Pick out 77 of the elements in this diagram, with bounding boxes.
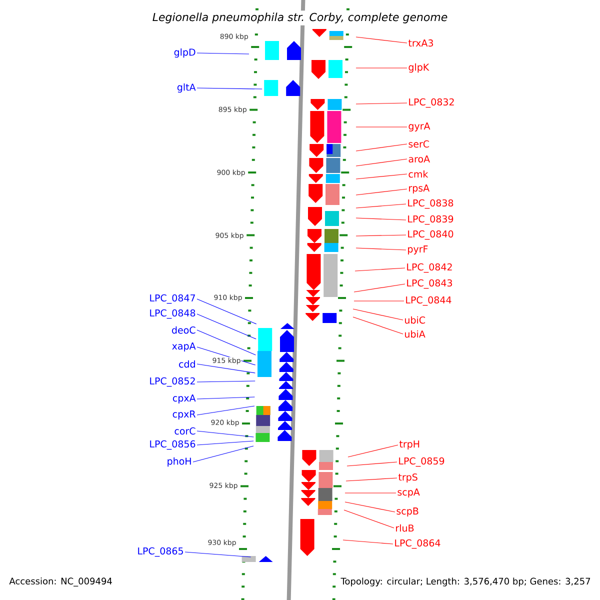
leader-line bbox=[356, 158, 408, 166]
leader-line bbox=[356, 248, 406, 250]
leader-line bbox=[356, 126, 408, 128]
gene-label: trxA3 bbox=[408, 39, 433, 47]
leader-line bbox=[354, 284, 406, 292]
gene-label: LPC_0864 bbox=[395, 539, 440, 549]
leader-line bbox=[356, 36, 408, 44]
gene-label: pyrF bbox=[408, 246, 428, 254]
gene-label: LPC_0843 bbox=[407, 279, 452, 289]
leader-line bbox=[356, 102, 408, 104]
leader-line bbox=[196, 406, 255, 416]
gene-label: rluB bbox=[396, 524, 414, 532]
leader-line bbox=[346, 478, 398, 482]
gene-label: LPC_0838 bbox=[408, 199, 454, 209]
leader-line bbox=[196, 430, 254, 438]
leader-line bbox=[342, 540, 394, 544]
gene-label: LPC_0842 bbox=[407, 263, 452, 273]
leader-line bbox=[356, 174, 408, 180]
leader-line bbox=[196, 396, 255, 400]
gene-label: LPC_0859 bbox=[399, 457, 444, 467]
leader-line bbox=[192, 446, 254, 462]
leader-line bbox=[344, 510, 394, 528]
gene-label: corC bbox=[174, 427, 196, 435]
gene-label: serC bbox=[408, 140, 430, 148]
gene-label: gltA bbox=[177, 83, 196, 93]
gene-label: ubiC bbox=[405, 316, 426, 324]
gene-label: LPC_0832 bbox=[409, 98, 454, 108]
gene-label: cmk bbox=[408, 170, 428, 178]
accession-text: Accession: NC_009494 bbox=[9, 578, 112, 586]
gene-label: LPC_0848 bbox=[150, 309, 196, 319]
gene-label: trpH bbox=[399, 440, 420, 450]
leader-line bbox=[196, 330, 256, 356]
title: Legionella pneumophila str. Corby, complete genome bbox=[150, 10, 450, 26]
leader-line bbox=[346, 462, 398, 466]
leader-line bbox=[184, 552, 252, 558]
gene-label: scpA bbox=[398, 488, 420, 498]
gene-label: glpK bbox=[408, 63, 430, 73]
leader-line bbox=[196, 440, 254, 446]
gene-label: cdd bbox=[179, 360, 195, 368]
gene-label: trpS bbox=[398, 473, 418, 483]
leader-line bbox=[352, 316, 404, 334]
gene-label: LPC_0840 bbox=[408, 230, 454, 240]
leader-line bbox=[196, 52, 250, 54]
genome-stats-text: Topology: circular; Length: 3,576,470 bp; Genes: 3,257 bbox=[340, 576, 592, 588]
leader-line bbox=[196, 88, 262, 90]
leader-line bbox=[356, 188, 408, 196]
gene-label: LPC_0856 bbox=[150, 440, 196, 450]
gene-label: LPC_0839 bbox=[408, 215, 454, 225]
gene-label: cpxR bbox=[172, 410, 196, 420]
leader-line bbox=[196, 314, 256, 340]
gene-label: gyrA bbox=[408, 122, 430, 132]
gene-label: LPC_0852 bbox=[150, 377, 195, 387]
gene-label: LPC_0844 bbox=[406, 296, 452, 306]
gene-label: LPC_0847 bbox=[150, 294, 195, 304]
leader-line bbox=[356, 234, 406, 236]
leader-line bbox=[354, 300, 404, 302]
leader-line bbox=[344, 502, 396, 512]
leader-line bbox=[352, 308, 404, 320]
leader-line bbox=[356, 218, 406, 220]
gene-label: ubiA bbox=[405, 330, 426, 338]
gene-label: deoC bbox=[172, 326, 196, 334]
leader-line bbox=[196, 298, 257, 324]
gene-label: glpD bbox=[174, 48, 196, 58]
gene-label: aroA bbox=[408, 155, 430, 163]
gene-label: cpxA bbox=[172, 394, 196, 404]
gene-label: phoH bbox=[168, 457, 191, 467]
gene-label: rpsA bbox=[409, 184, 430, 194]
leader-line bbox=[196, 380, 256, 382]
gene-label: LPC_0865 bbox=[138, 547, 183, 557]
leader-line bbox=[356, 204, 406, 208]
leader-line bbox=[356, 144, 408, 152]
leader-line bbox=[196, 364, 256, 374]
leader-line bbox=[344, 492, 396, 494]
gene-label: scpB bbox=[396, 508, 418, 516]
leader-line bbox=[354, 268, 406, 272]
gene-label: xapA bbox=[172, 342, 196, 352]
leader-line bbox=[348, 444, 398, 458]
